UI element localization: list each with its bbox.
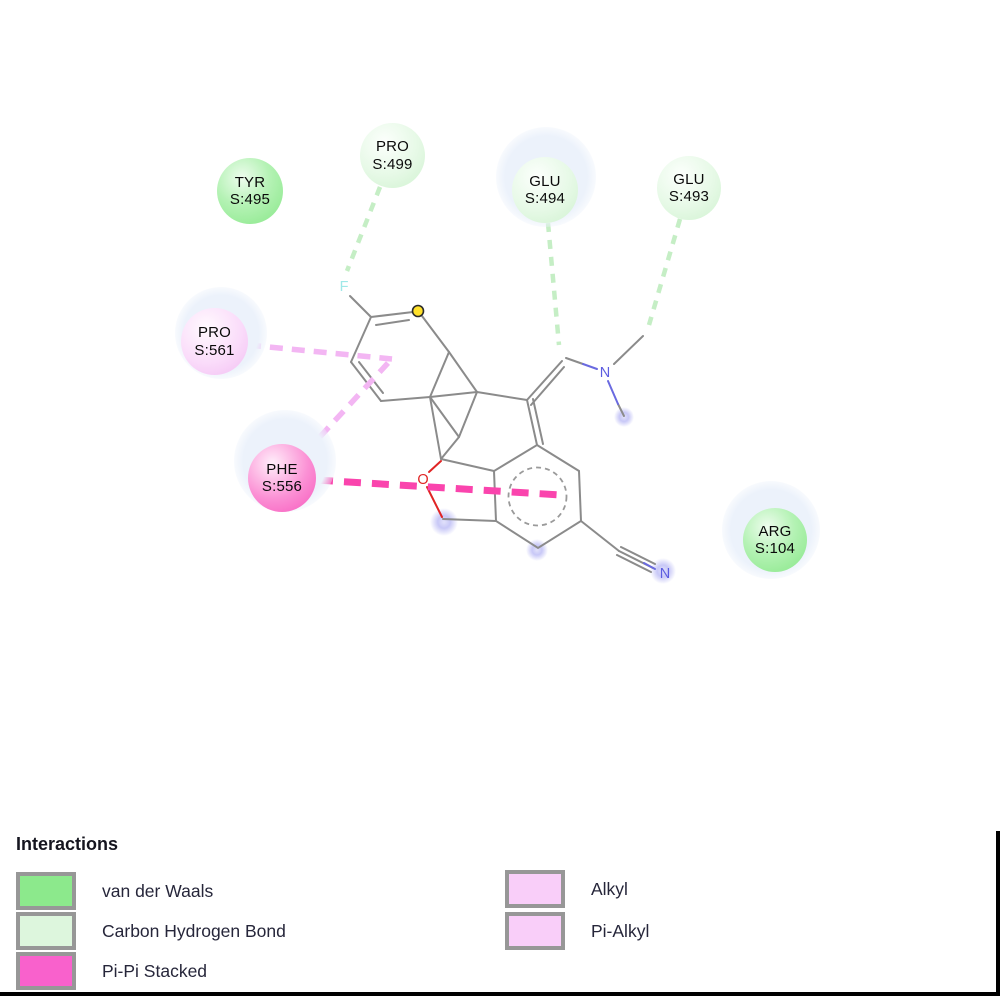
legend-label: van der Waals [102, 880, 214, 901]
aromatic-ring-circle [507, 466, 568, 527]
interaction-line-hbond-glu493 [646, 218, 683, 326]
legend-swatch-pi-pi-stacked [16, 952, 76, 990]
residue-id: S:495 [229, 191, 271, 208]
legend-label: Pi-Alkyl [591, 920, 650, 941]
residue-bubble-tyr-s495[interactable]: TYR S:495 [217, 158, 283, 224]
legend-swatch-carbon-hydrogen-bond [16, 912, 76, 950]
residue-name: PHE [266, 460, 298, 478]
residue-bubble-phe-s556[interactable]: PHE S:556 [248, 444, 316, 512]
residue-bubble-arg-s104[interactable]: ARG S:104 [743, 508, 807, 572]
ligand-bonds[interactable] [349, 295, 656, 573]
legend-swatch-van-der-waals [16, 872, 76, 910]
residue-id: S:556 [261, 478, 303, 495]
residue-id: S:494 [524, 190, 566, 207]
residue-name: PRO [197, 324, 232, 342]
residue-id: S:499 [372, 155, 413, 173]
residue-name: PRO [375, 138, 410, 156]
residue-id: S:104 [754, 540, 796, 557]
oxygen-bonds [426, 460, 443, 518]
panel-border-bottom [0, 992, 1000, 996]
interaction-line-hbond-pro499 [344, 186, 383, 272]
legend-swatch-alkyl [505, 870, 565, 908]
interaction-line-pipi-phe556 [315, 476, 562, 499]
residue-id: S:493 [668, 188, 710, 205]
legend-item-pi-pi-stacked: Pi-Pi Stacked [16, 952, 207, 990]
residue-bubble-pro-s561[interactable]: PRO S:561 [181, 308, 248, 375]
residue-name: ARG [758, 522, 792, 540]
fluorine-atom-label[interactable]: F [340, 279, 349, 295]
legend-item-van-der-waals: van der Waals [16, 872, 213, 910]
residue-name: GLU [529, 172, 561, 190]
legend-title: Interactions [16, 834, 119, 854]
nitrogen-bonds [582, 363, 656, 570]
amine-nitrogen-label[interactable]: N [600, 365, 610, 381]
sulfur-atom[interactable] [411, 304, 425, 318]
nitrile-nitrogen-label[interactable]: N [660, 566, 670, 582]
residue-name: GLU [673, 170, 705, 188]
legend-item-alkyl: Alkyl [505, 870, 628, 908]
ligand-structure-canvas: F O N N [247, 186, 683, 584]
oxygen-atom-label[interactable]: O [417, 472, 428, 488]
legend-item-pi-alkyl: Pi-Alkyl [505, 912, 649, 950]
legend-label: Pi-Pi Stacked [102, 960, 208, 981]
residue-bubble-pro-s499[interactable]: PRO S:499 [360, 123, 425, 188]
interaction-line-hbond-glu494 [545, 222, 562, 346]
residue-name: TYR [234, 173, 266, 191]
legend-swatch-pi-alkyl [505, 912, 565, 950]
legend-item-carbon-hydrogen-bond: Carbon Hydrogen Bond [16, 912, 286, 950]
interaction-line-alkyl-pro561 [247, 342, 393, 362]
panel-border-right [996, 831, 1000, 996]
legend-label: Alkyl [591, 878, 628, 899]
residue-bubble-glu-s494[interactable]: GLU S:494 [512, 157, 578, 223]
residue-bubble-glu-s493[interactable]: GLU S:493 [657, 156, 721, 220]
legend-label: Carbon Hydrogen Bond [102, 920, 286, 941]
residue-id: S:561 [194, 341, 235, 359]
